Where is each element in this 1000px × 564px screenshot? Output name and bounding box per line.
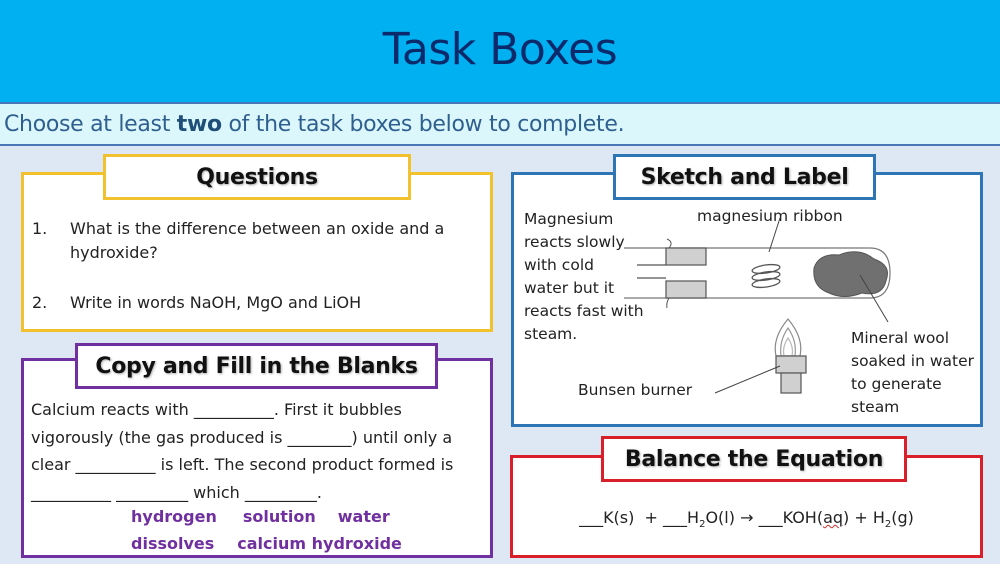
description-line: Magnesium — [524, 210, 614, 228]
passage-line: clear __________ is left. The second pro… — [31, 455, 454, 474]
question-number: 2. — [32, 293, 48, 312]
sketch-box: Magnesium reacts slowly with cold water … — [511, 172, 983, 427]
wool-label-line: steam — [851, 398, 900, 416]
fill-blanks-title: Copy and Fill in the Blanks — [75, 343, 438, 389]
wool-label-line: Mineral wool — [851, 329, 950, 347]
coefficient-blank: ___ — [663, 508, 688, 527]
label-mineral-wool: Mineral wool soaked in water to generate… — [851, 327, 974, 419]
plus-sign: + — [644, 508, 658, 527]
word-bank-row: dissolves calcium hydroxide — [24, 530, 494, 557]
description-line: reacts slowly — [524, 233, 625, 251]
product-hydrogen: H2(g) — [872, 508, 914, 531]
word-bank-row: hydrogen solution water — [24, 503, 494, 530]
word-bank-item: calcium hydroxide — [237, 534, 402, 553]
coefficient-blank: ___ — [579, 508, 604, 527]
passage-line: vigorously (the gas produced is ________… — [31, 427, 453, 447]
word-bank-item: solution — [242, 507, 316, 526]
fill-blanks-passage: Calcium reacts with __________. First it… — [31, 396, 491, 506]
instruction-emphasis: two — [176, 111, 222, 137]
magnesium-coil-icon — [751, 263, 781, 289]
description-line: reacts fast with — [524, 302, 644, 320]
chemical-equation: ___K(s) + ___H2O(l) → ___KOH(aq) + H2(g) — [513, 508, 980, 530]
bunsen-burner-icon — [774, 318, 807, 394]
label-magnesium-ribbon: magnesium ribbon — [697, 207, 843, 225]
word-bank-item: water — [337, 507, 390, 526]
question-number: 1. — [32, 219, 48, 238]
question-item: 2. Write in words NaOH, MgO and LiOH — [32, 291, 482, 315]
equation-title: Balance the Equation — [601, 436, 907, 482]
apparatus-diagram — [624, 217, 891, 394]
mineral-wool-icon — [813, 251, 888, 297]
label-bunsen-burner: Bunsen burner — [578, 381, 693, 399]
questions-list: 1. What is the difference between an oxi… — [32, 217, 482, 341]
word-bank-item: hydrogen — [131, 507, 217, 526]
word-bank-item: dissolves — [131, 534, 215, 553]
product-koh: KOH(aq) — [782, 508, 850, 527]
title-bar: Task Boxes — [0, 0, 1000, 102]
description-line: water but it — [524, 279, 615, 297]
instruction-suffix: of the task boxes below to complete. — [221, 111, 625, 137]
passage-line: Calcium reacts with __________. First it… — [31, 400, 402, 419]
reactant-potassium: K(s) — [603, 508, 635, 527]
passage-line: __________ _________ which _________. — [31, 482, 322, 502]
fill-blanks-box: Calcium reacts with __________. First it… — [21, 358, 493, 558]
question-item: 1. What is the difference between an oxi… — [32, 217, 482, 265]
instruction-bar: Choose at least two of the task boxes be… — [0, 102, 1000, 146]
questions-title: Questions — [103, 154, 411, 200]
wool-label-line: soaked in water — [851, 352, 975, 370]
sketch-title: Sketch and Label — [613, 154, 876, 200]
instruction-prefix: Choose at least — [4, 111, 177, 137]
test-tube-icon — [624, 247, 891, 299]
word-bank: hydrogen solution water dissolves calciu… — [24, 503, 494, 557]
wool-label-line: to generate — [851, 375, 942, 393]
question-text: What is the difference between an oxide … — [70, 219, 445, 262]
sketch-description: Magnesium reacts slowly with cold water … — [524, 208, 644, 346]
reactant-water: H2O(l) — [687, 508, 735, 531]
question-text: Write in words NaOH, MgO and LiOH — [70, 293, 362, 312]
instruction-text: Choose at least two of the task boxes be… — [4, 111, 625, 137]
description-line: with cold — [524, 256, 594, 274]
plus-sign: + — [854, 508, 868, 527]
coefficient-blank: ___ — [758, 508, 783, 527]
description-line: steam. — [524, 325, 578, 343]
page-title: Task Boxes — [382, 23, 618, 75]
arrow-icon: → — [740, 508, 754, 527]
